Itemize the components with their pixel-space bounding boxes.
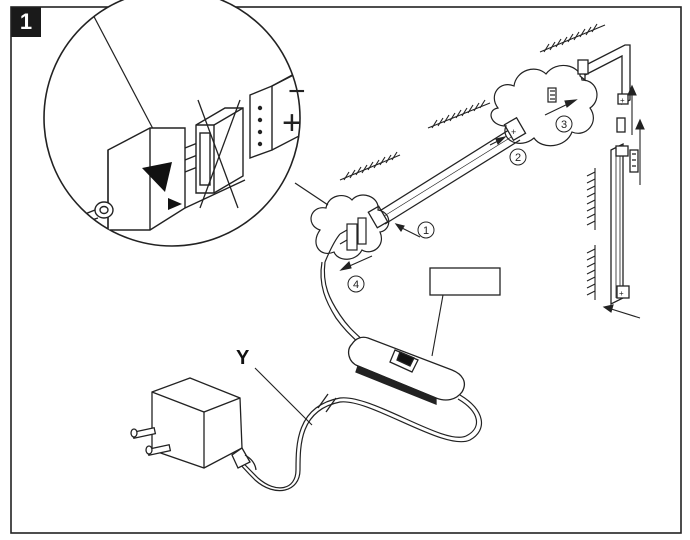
inline-switch xyxy=(347,336,466,405)
svg-text:2: 2 xyxy=(515,152,521,164)
svg-text:+: + xyxy=(511,127,516,137)
callout-1: 1 xyxy=(417,221,435,239)
top-profile-rail: + xyxy=(577,44,631,106)
detail-plus-sign: + xyxy=(282,104,302,142)
callout-4: 4 xyxy=(347,275,365,293)
small-polarity-triangle xyxy=(168,198,182,210)
svg-text:3: 3 xyxy=(561,119,567,131)
led-strip: + xyxy=(367,116,527,229)
wire-label: Y xyxy=(236,347,250,369)
left-connector-assembly xyxy=(324,217,367,263)
callout-3: 3 xyxy=(555,115,573,133)
step-number-badge: 1 xyxy=(11,7,41,37)
detail-cloud-right xyxy=(490,64,598,147)
detail-magnifier: − + xyxy=(43,0,329,247)
large-polarity-triangle xyxy=(142,162,172,192)
callout-2: 2 xyxy=(509,148,527,166)
detail-cloud-left xyxy=(310,194,390,260)
svg-text:1: 1 xyxy=(423,225,429,237)
wall-hatching xyxy=(339,23,606,300)
vertical-strip: + xyxy=(610,117,639,306)
wire-label-leader xyxy=(254,367,313,426)
right-connector-assembly xyxy=(547,87,557,103)
power-adapter xyxy=(130,377,257,471)
cable-break-mark xyxy=(317,393,337,413)
svg-text:+: + xyxy=(619,289,624,298)
assembly-arrows xyxy=(339,84,645,319)
detail-minus-sign: − xyxy=(288,75,306,108)
figure-frame xyxy=(10,6,682,534)
svg-text:4: 4 xyxy=(353,279,359,291)
svg-text:+: + xyxy=(620,96,625,105)
switch-label-box xyxy=(429,267,501,357)
